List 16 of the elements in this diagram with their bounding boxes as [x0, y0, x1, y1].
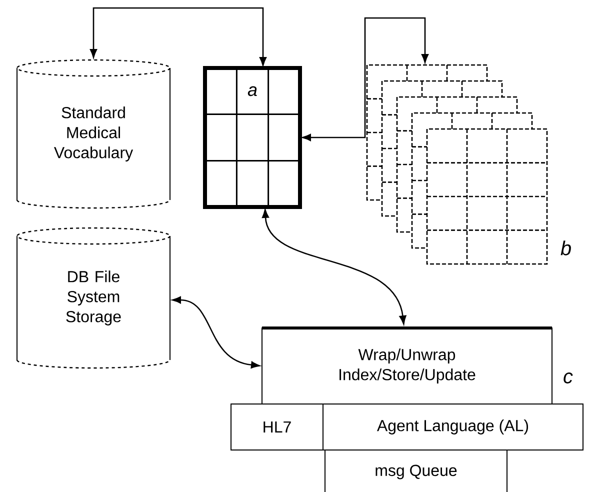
arrow: [172, 296, 260, 368]
node-label: DB File System Storage: [66, 270, 121, 326]
figure-letter: c: [564, 372, 573, 384]
arrow: [262, 209, 406, 324]
layer-box: HL7: [230, 404, 324, 450]
stacked-grids-drawing: [366, 64, 548, 265]
arrow: [90, 7, 267, 66]
arrow: [302, 17, 429, 142]
figure-letter: b: [560, 240, 571, 256]
cylinder: DB File System Storage: [16, 227, 171, 369]
cylinder: Standard Medical Vocabulary: [16, 59, 171, 209]
layer-box: Agent Language (AL): [322, 404, 584, 450]
process-box: Wrap/Unwrap Index/Store/Update: [262, 326, 552, 404]
node-label: Standard Medical Vocabulary: [54, 106, 134, 162]
layer-box: msg Queue: [324, 450, 508, 492]
grid-box: a: [203, 66, 302, 209]
